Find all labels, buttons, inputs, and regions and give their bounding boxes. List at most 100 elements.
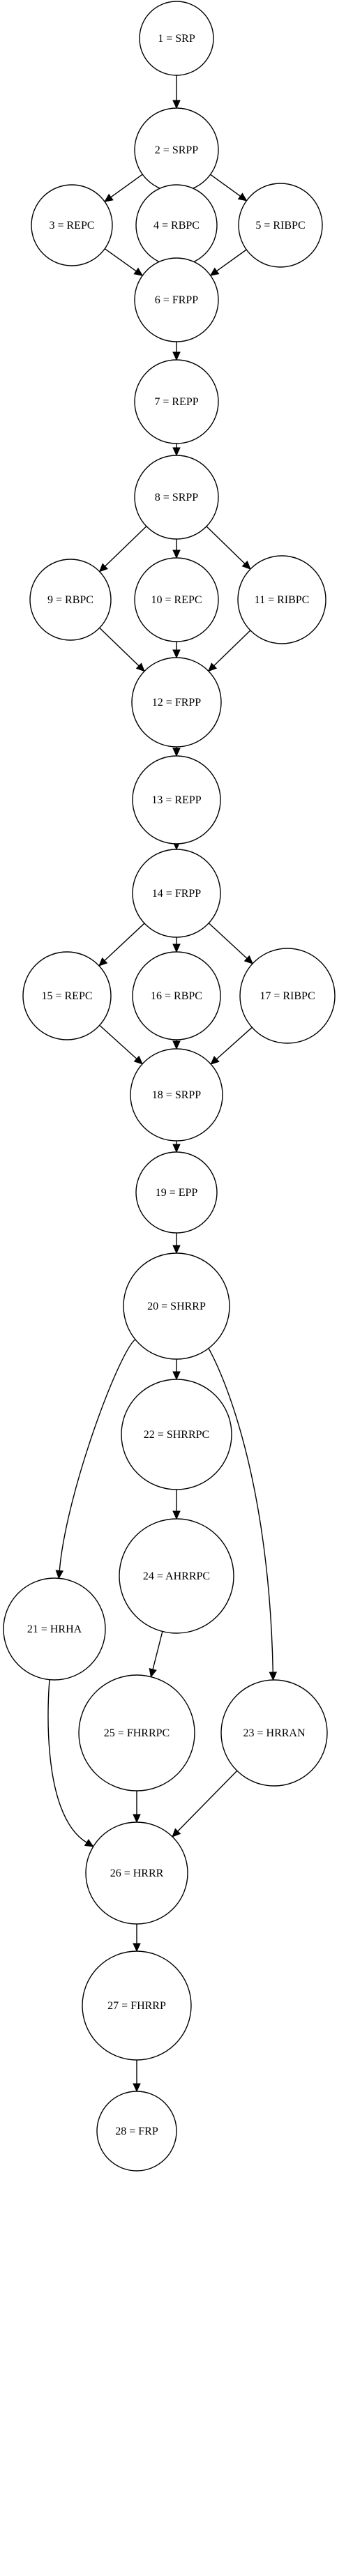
node-1: 1 = SRP: [139, 1, 214, 76]
edge-line: [208, 923, 248, 959]
arrowhead-icon: [104, 193, 114, 202]
node-label: 14 = FRPP: [152, 888, 201, 900]
edge-n14-n17: [208, 923, 253, 964]
node-label: 12 = FRPP: [152, 697, 201, 709]
arrowhead-icon: [269, 1672, 278, 1681]
node-circle: [134, 557, 219, 642]
arrowhead-icon: [172, 1245, 181, 1255]
node-label: 13 = REPP: [151, 794, 201, 806]
node-label: 21 = HRHA: [27, 1623, 82, 1635]
edge-n9-n12: [99, 627, 145, 672]
node-24: 24 = AHRRPC: [119, 1518, 234, 1634]
edge-n5-n6: [209, 249, 247, 276]
node-circle: [78, 1674, 195, 1791]
arrowhead-icon: [133, 2083, 141, 2093]
node-label: 19 = EPP: [156, 1187, 198, 1199]
edge-line: [110, 174, 143, 198]
edge-n25-n26: [133, 1791, 141, 1824]
node-label: 3 = REPC: [49, 220, 94, 232]
node-21: 21 = HRHA: [3, 1577, 106, 1681]
node-3: 3 = REPC: [31, 184, 113, 266]
edge-line: [216, 1026, 253, 1060]
node-label: 23 = HRRAN: [243, 1727, 305, 1739]
edge-n23-n26: [172, 1770, 238, 1838]
node-18: 18 = SRPP: [130, 1048, 223, 1142]
arrowhead-icon: [172, 100, 181, 109]
arrowhead-icon: [172, 447, 181, 457]
edge-n24-n25: [149, 1631, 163, 1678]
node-2: 2 = SRPP: [134, 107, 219, 192]
edges-layer: [47, 75, 278, 2093]
edge-line: [210, 174, 241, 197]
node-circle: [29, 559, 112, 641]
node-label: 20 = SHRRP: [147, 1301, 206, 1312]
node-label: 18 = SRPP: [152, 1089, 201, 1101]
node-circle: [135, 1151, 218, 1234]
edge-n11-n12: [207, 630, 251, 672]
arrowhead-icon: [133, 1943, 141, 1953]
edge-n15-n18: [99, 1024, 143, 1065]
node-circle: [139, 1, 214, 76]
node-label: 7 = REPP: [154, 396, 198, 408]
node-circle: [119, 1518, 234, 1634]
node-circle: [132, 755, 221, 844]
edge-line: [177, 1770, 238, 1832]
node-label: 17 = RIBPC: [260, 990, 315, 1002]
node-circle: [238, 183, 323, 268]
node-6: 6 = FRPP: [134, 257, 219, 342]
edge-n17-n18: [210, 1026, 253, 1065]
node-circle: [220, 1679, 328, 1787]
node-circle: [130, 1048, 223, 1142]
node-label: 24 = AHRRPC: [143, 1570, 210, 1582]
edge-n10-n12: [172, 642, 181, 659]
arrowhead-icon: [172, 1040, 181, 1050]
edge-line: [47, 1679, 87, 1843]
arrowhead-icon: [237, 192, 248, 202]
arrowhead-icon: [172, 944, 181, 953]
node-circle: [134, 257, 219, 342]
node-5: 5 = RIBPC: [238, 183, 323, 268]
node-13: 13 = REPP: [132, 755, 221, 844]
arrowhead-icon: [172, 649, 181, 659]
node-circle: [134, 359, 219, 444]
node-label: 11 = RIBPC: [255, 594, 310, 606]
arrowhead-icon: [133, 1055, 143, 1065]
arrowhead-icon: [98, 957, 108, 967]
edge-n20-n21: [55, 1339, 136, 1579]
node-circle: [82, 1950, 192, 2061]
arrowhead-icon: [133, 1814, 141, 1824]
node-circle: [134, 455, 219, 540]
node-label: 10 = REPC: [151, 594, 202, 606]
edge-n16-n18: [172, 1040, 181, 1050]
node-19: 19 = EPP: [135, 1151, 218, 1234]
node-28: 28 = FRP: [96, 2091, 177, 2172]
edge-n26-n27: [133, 1924, 141, 1953]
node-20: 20 = SHRRP: [123, 1252, 230, 1360]
edge-line: [99, 1024, 137, 1059]
node-circle: [123, 1252, 230, 1360]
edge-line: [206, 526, 246, 564]
node-label: 22 = SHRRPC: [144, 1429, 209, 1441]
node-8: 8 = SRPP: [134, 455, 219, 540]
edge-n8-n10: [172, 539, 181, 559]
node-label: 2 = SRPP: [155, 144, 198, 156]
arrowhead-icon: [133, 267, 144, 276]
edge-n27-n28: [133, 2060, 141, 2093]
node-27: 27 = FHRRP: [82, 1950, 192, 2061]
node-23: 23 = HRRAN: [220, 1679, 328, 1787]
node-circle: [131, 657, 222, 748]
node-26: 26 = HRRR: [85, 1821, 188, 1925]
edge-n2-n5: [210, 174, 248, 202]
node-25: 25 = FHRRPC: [78, 1674, 195, 1791]
node-label: 27 = FHRRP: [107, 2000, 166, 2012]
node-4: 4 = RBPC: [135, 184, 218, 266]
node-circle: [22, 951, 112, 1040]
node-circle: [132, 849, 221, 938]
node-7: 7 = REPP: [134, 359, 219, 444]
node-label: 6 = FRPP: [155, 294, 198, 306]
arrowhead-icon: [172, 1828, 181, 1838]
edge-n18-n19: [172, 1141, 181, 1153]
edge-line: [59, 1339, 136, 1571]
node-circle: [31, 184, 113, 266]
node-15: 15 = REPC: [22, 951, 112, 1040]
